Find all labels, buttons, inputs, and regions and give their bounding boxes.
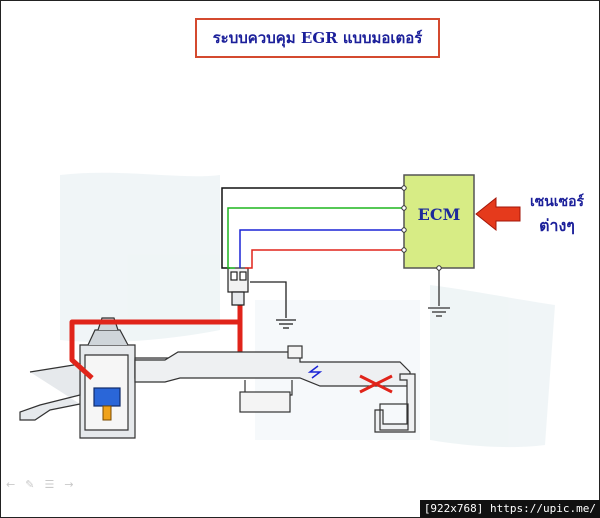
valve-ground-symbol [276, 319, 296, 329]
egr-valve-motor [227, 267, 249, 306]
ecm-terminals [401, 185, 442, 271]
forward-arrow-icon[interactable]: → [64, 478, 74, 491]
sensor-input-arrow [475, 196, 521, 232]
intake-pipe [134, 345, 411, 413]
slideshow-controls: ← ✎ ☰ → [6, 478, 74, 491]
wire-black [221, 187, 404, 269]
pen-icon[interactable]: ✎ [25, 478, 35, 491]
signal-wires [221, 187, 404, 269]
valve-ground-wire [250, 281, 287, 318]
back-arrow-icon[interactable]: ← [6, 478, 16, 491]
watermark: [922x768] https://upic.me/ [419, 500, 600, 518]
sensor-label-line1: เซนเซอร์ [529, 194, 585, 210]
piston [93, 387, 121, 421]
page-title: ระบบควบคุม EGR แบบมอเตอร์ [195, 18, 440, 58]
background-scan [60, 172, 555, 448]
ecm-label: ECM [417, 205, 461, 224]
ecm-box [403, 174, 475, 269]
air-duct [374, 373, 416, 433]
throttle-body [307, 365, 393, 394]
wire-red [245, 249, 404, 269]
wire-green [227, 207, 404, 269]
sensor-label: เซนเซอร์ ต่างๆ [522, 190, 592, 238]
sensor-label-line2: ต่างๆ [539, 216, 575, 235]
wire-blue [239, 229, 404, 268]
ecm-ground-symbol [428, 307, 450, 317]
menu-icon[interactable]: ☰ [44, 478, 55, 491]
